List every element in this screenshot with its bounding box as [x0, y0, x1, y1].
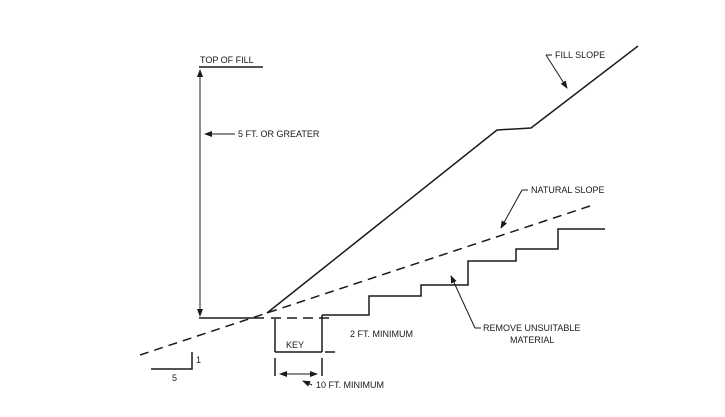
slope-ratio-legend: 1 5: [151, 352, 201, 383]
remove-label-line1: REMOVE UNSUITABLE: [483, 323, 580, 333]
key-trench: KEY: [271, 315, 335, 353]
remove-label-line2: MATERIAL: [510, 335, 554, 345]
natural-slope: NATURAL SLOPE: [139, 185, 605, 356]
natural-slope-label: NATURAL SLOPE: [531, 185, 605, 195]
fill-height-dimension: 5 FT. OR GREATER: [197, 69, 320, 317]
ratio-rise-label: 1: [196, 355, 201, 365]
height-min-label: 5 FT. OR GREATER: [238, 129, 320, 139]
key-label: KEY: [286, 340, 304, 350]
remove-material-callout: REMOVE UNSUITABLE MATERIAL: [450, 275, 580, 345]
key-depth-label: 2 FT. MINIMUM: [350, 329, 413, 339]
benching-steps: [322, 228, 605, 316]
top-of-fill-label: TOP OF FILL: [200, 55, 254, 65]
fill-slope-label: FILL SLOPE: [555, 50, 605, 60]
fill-slope: FILL SLOPE: [266, 45, 639, 314]
top-of-fill-marker: TOP OF FILL: [199, 55, 263, 68]
key-width-dimension: 10 FT. MINIMUM: [274, 358, 384, 390]
key-width-label: 10 FT. MINIMUM: [316, 380, 384, 390]
ratio-run-label: 5: [172, 373, 177, 383]
